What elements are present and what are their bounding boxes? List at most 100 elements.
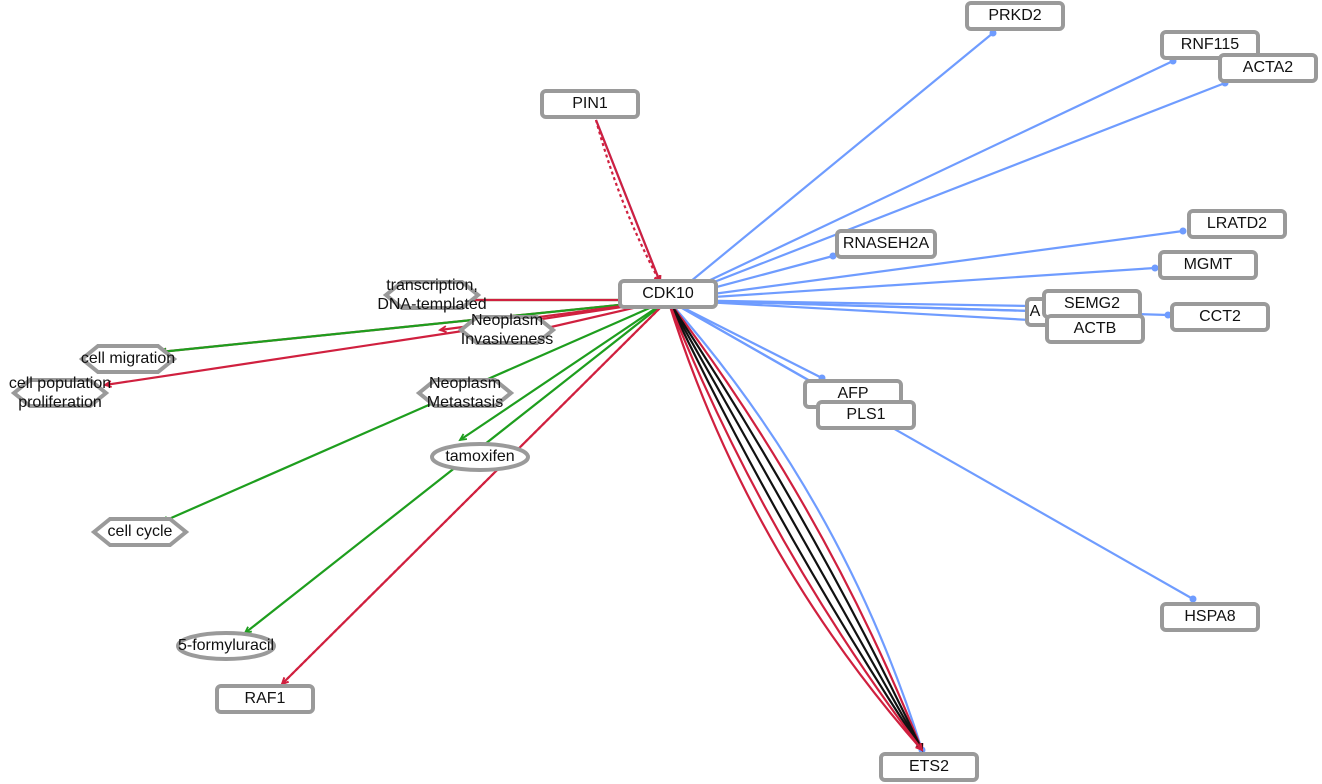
node-box <box>215 684 315 714</box>
node-box <box>1160 602 1260 632</box>
node-label: 5-formyluracil <box>178 637 274 654</box>
edge-cdk10-ets2-neutral[interactable] <box>667 299 923 751</box>
node-label: MGMT <box>1184 256 1233 273</box>
edge-arrowhead <box>102 380 112 388</box>
node-label: ACTB <box>1074 320 1117 337</box>
node-hexagon <box>382 280 482 310</box>
edge-cdk10-cpp-inhibition[interactable] <box>104 298 669 387</box>
edge-arrowhead <box>915 743 924 752</box>
node-label: PRKD2 <box>988 7 1041 24</box>
node-hexagon <box>90 517 190 547</box>
edge-cdk10-hspa8-binding[interactable] <box>667 299 1194 600</box>
node-box <box>1218 53 1318 83</box>
edge-end-dot <box>829 252 837 260</box>
node-box <box>540 89 640 119</box>
edge-end-dot <box>989 29 997 37</box>
node-label: ACTA2 <box>1243 59 1293 76</box>
node-lratd2[interactable]: LRATD2 <box>1187 209 1287 239</box>
node-prkd2[interactable]: PRKD2 <box>965 1 1065 31</box>
edge-cdk10-ets2-inhibition[interactable] <box>666 299 923 751</box>
node-label: RNASEH2A <box>843 235 930 252</box>
node-rnf115[interactable]: RNF115 <box>1160 30 1260 60</box>
node-label: PLS1 <box>846 406 885 423</box>
node-trans[interactable]: transcription,DNA-templated <box>377 277 486 313</box>
node-raf1[interactable]: RAF1 <box>215 684 315 714</box>
node-label: RAF1 <box>245 690 286 707</box>
node-pls1[interactable]: PLS1 <box>816 400 916 430</box>
node-actb[interactable]: ACTB <box>1045 314 1145 344</box>
node-label: CDK10 <box>642 285 694 302</box>
edge-end-dot <box>1189 595 1197 603</box>
node-box <box>835 229 937 259</box>
node-semg2[interactable]: SEMG2 <box>1042 289 1142 319</box>
node-hexagon <box>415 378 515 408</box>
node-label: tamoxifen <box>445 448 514 465</box>
node-label: cell cycle <box>108 523 173 540</box>
node-label: PIN1 <box>572 95 608 112</box>
edge-cdk10-cmig-activation[interactable] <box>159 298 669 354</box>
node-box <box>1160 30 1260 60</box>
node-label: SEMG2 <box>1064 295 1120 312</box>
node-box <box>816 400 916 430</box>
edge-cdk10-lratd2-binding[interactable] <box>667 229 1184 302</box>
edge-cdk10-raf1-inhibition[interactable] <box>281 299 669 685</box>
node-ellipse <box>430 442 530 472</box>
edge-cdk10-tamox-activation[interactable] <box>459 299 669 441</box>
node-box <box>879 752 979 782</box>
node-label: A <box>1030 303 1041 320</box>
edge-cdk10-ets2-inhibition[interactable] <box>667 299 924 751</box>
node-label: LRATD2 <box>1207 215 1267 232</box>
edge-cdk10-acta2-binding[interactable] <box>667 81 1226 302</box>
node-rnaseh2a[interactable]: RNASEH2A <box>835 229 937 259</box>
node-box <box>1045 314 1145 344</box>
node-hexagon <box>457 315 557 345</box>
node-label: HSPA8 <box>1184 608 1235 625</box>
edge-cdk10-ets2-inhibition[interactable] <box>666 299 923 751</box>
node-box <box>965 1 1065 31</box>
node-label: AFP <box>837 385 868 402</box>
node-label: RNF115 <box>1181 36 1239 53</box>
edge-arrowhead <box>458 433 468 442</box>
edge-end-dot <box>1151 264 1159 272</box>
node-tamox[interactable]: tamoxifen <box>430 442 530 472</box>
edge-cdk10-ets2-binding[interactable] <box>667 299 924 751</box>
node-ets2[interactable]: ETS2 <box>879 752 979 782</box>
node-label: cell migration <box>81 350 175 367</box>
node-box <box>1170 302 1270 332</box>
node-cct2[interactable]: CCT2 <box>1170 302 1270 332</box>
node-fu[interactable]: 5-formyluracil <box>176 631 276 661</box>
edge-end-dot <box>1179 227 1187 235</box>
edge-pin1-cdk10-inhibition[interactable] <box>594 119 661 283</box>
edge-end-dot <box>1164 311 1172 319</box>
node-box <box>1158 250 1258 280</box>
node-hexagon <box>10 378 110 408</box>
edge-cdk10-mgmt-binding[interactable] <box>667 266 1156 302</box>
node-box <box>1187 209 1287 239</box>
node-cdk10[interactable]: CDK10 <box>618 279 718 309</box>
node-hexagon <box>78 344 178 374</box>
node-hspa8[interactable]: HSPA8 <box>1160 602 1260 632</box>
edge-cdk10-ccyc-activation[interactable] <box>161 298 669 524</box>
edge-cdk10-prkd2-binding[interactable] <box>667 32 994 301</box>
edge-pin1-cdk10-inhibition[interactable] <box>594 119 662 283</box>
edge-cdk10-ets2-neutral[interactable] <box>667 299 923 751</box>
node-box <box>618 279 718 309</box>
node-acta2[interactable]: ACTA2 <box>1218 53 1318 83</box>
node-label: transcription,DNA-templated <box>377 277 486 313</box>
edge-cdk10-rnf115-binding[interactable] <box>667 60 1174 301</box>
node-ccyc[interactable]: cell cycle <box>90 517 190 547</box>
edge-cdk10-ets2-neutral[interactable] <box>667 299 923 751</box>
node-label: CCT2 <box>1199 308 1241 325</box>
node-cmig[interactable]: cell migration <box>78 344 178 374</box>
node-ellipse <box>176 631 276 661</box>
node-mgmt[interactable]: MGMT <box>1158 250 1258 280</box>
node-pin1[interactable]: PIN1 <box>540 89 640 119</box>
